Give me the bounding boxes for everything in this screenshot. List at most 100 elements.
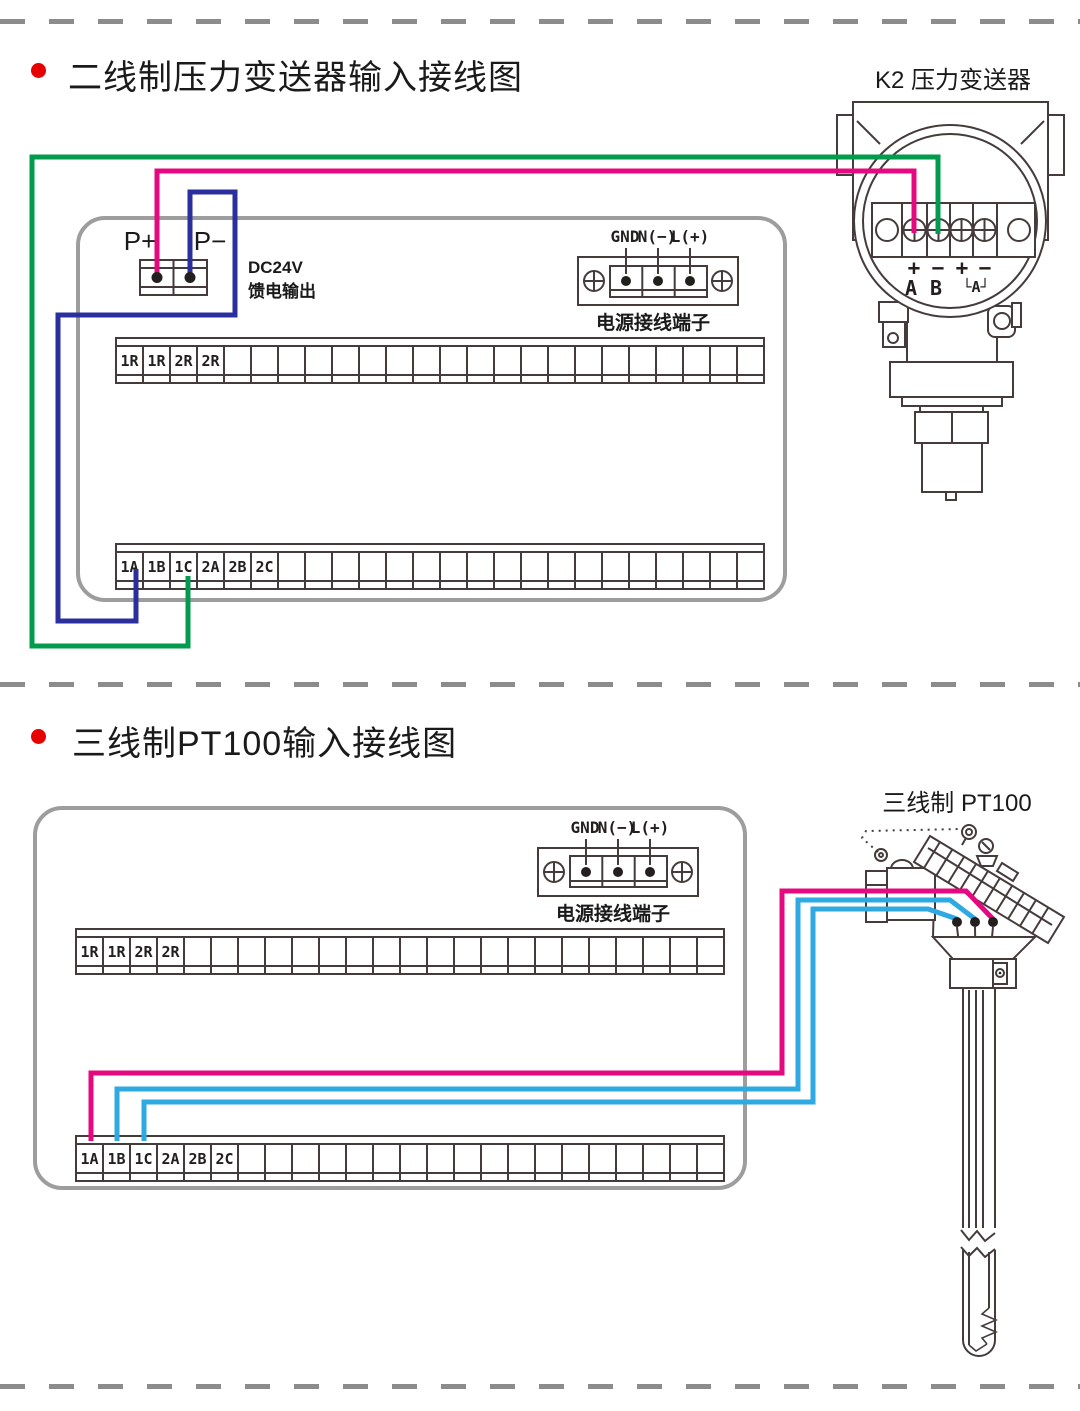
terminal-cell-footer — [468, 376, 495, 382]
terminal-cell-footer — [576, 582, 603, 588]
terminal-cell-footer — [495, 582, 522, 588]
terminal-cell-footer — [347, 1174, 374, 1180]
terminal-cell-footer — [590, 967, 617, 973]
terminal-cell-footer — [441, 376, 468, 382]
terminal-cell: 2C — [212, 1145, 239, 1172]
terminal-cell-footer — [239, 967, 266, 973]
terminal-cell-footer — [509, 967, 536, 973]
polarity-plus-2: + — [955, 256, 969, 280]
pressure-transmitter-art — [836, 101, 1065, 501]
terminal-cell: 2C — [252, 553, 279, 580]
dashed-separator-bottom — [0, 1384, 1080, 1389]
terminal-cell-footer — [590, 1174, 617, 1180]
terminal-cell-footer — [198, 376, 225, 382]
terminal-cell-footer — [482, 1174, 509, 1180]
terminal-cell-footer — [171, 376, 198, 382]
terminal-cell — [239, 1145, 266, 1172]
terminal-cell-footer — [144, 376, 171, 382]
terminal-cell-footer — [320, 967, 347, 973]
terminal-cell — [684, 347, 711, 374]
terminal-cell-footer — [428, 967, 455, 973]
terminal-cell-footer — [617, 967, 644, 973]
section2-bullet — [31, 729, 46, 744]
terminal-cell-footer — [252, 376, 279, 382]
power-caption-1: 电源接线端子 — [595, 313, 710, 334]
terminal-cell — [549, 347, 576, 374]
transmitter-device-label: K2 压力变送器 — [874, 67, 1032, 94]
power-terminal-block-2 — [537, 839, 699, 897]
terminal-cell: 1C — [171, 553, 198, 580]
terminal-cell: 2B — [185, 1145, 212, 1172]
terminal-cell: 2A — [198, 553, 225, 580]
section2-title: 三线制PT100输入接线图 — [72, 725, 458, 763]
terminal-cell-footer — [738, 582, 763, 588]
terminal-cell — [414, 347, 441, 374]
terminal-cell — [644, 1145, 671, 1172]
terminal-cell-footer — [320, 1174, 347, 1180]
terminal-cell — [293, 938, 320, 965]
terminal-cell — [360, 553, 387, 580]
terminal-cell-footer — [671, 967, 698, 973]
terminal-cell — [279, 553, 306, 580]
terminal-cell-footer — [603, 376, 630, 382]
terminal-cell: 1A — [117, 553, 144, 580]
terminal-cell — [428, 1145, 455, 1172]
terminal-cell — [563, 1145, 590, 1172]
terminal-cell — [401, 1145, 428, 1172]
terminal-cell-footer — [131, 967, 158, 973]
power-label-gnd-2: GND — [570, 818, 600, 837]
terminal-cell-footer — [698, 1174, 723, 1180]
terminal-cell-footer — [252, 582, 279, 588]
terminal-cell-footer — [630, 376, 657, 382]
terminal-cell-footer — [509, 1174, 536, 1180]
terminal-cell-footer — [347, 967, 374, 973]
terminal-cell — [306, 347, 333, 374]
terminal-cell: 1R — [117, 347, 144, 374]
terminal-cell — [630, 347, 657, 374]
terminal-cell-footer — [738, 376, 763, 382]
terminal-cell-footer — [495, 376, 522, 382]
terminal-cell-footer — [644, 1174, 671, 1180]
terminal-cell-footer — [387, 376, 414, 382]
terminal-cell: 1B — [144, 553, 171, 580]
pt100-device-label: 三线制 PT100 — [882, 790, 1032, 817]
terminal-cell — [495, 553, 522, 580]
terminal-cell — [320, 938, 347, 965]
terminal-cell: 2R — [158, 938, 185, 965]
terminal-cell — [414, 553, 441, 580]
terminal-cell — [468, 553, 495, 580]
terminal-cell-footer — [117, 376, 144, 382]
terminal-cell-footer — [711, 582, 738, 588]
terminal-cell — [549, 553, 576, 580]
terminal-cell-footer — [630, 582, 657, 588]
terminal-cell-footer — [360, 376, 387, 382]
terminal-cell: 1B — [104, 1145, 131, 1172]
terminal-cell-footer — [576, 376, 603, 382]
terminal-cell-footer — [360, 582, 387, 588]
terminal-cell — [698, 938, 723, 965]
terminal-cell — [185, 938, 212, 965]
terminal-cell-footer — [684, 376, 711, 382]
terminal-cell-footer — [522, 376, 549, 382]
terminal-cell — [738, 553, 763, 580]
terminal-cell — [441, 553, 468, 580]
terminal-cell-footer — [158, 967, 185, 973]
terminal-cell — [266, 1145, 293, 1172]
terminal-cell-footer — [387, 582, 414, 588]
terminal-cell-footer — [77, 967, 104, 973]
terminal-cell — [495, 347, 522, 374]
terminal-cell-footer — [428, 1174, 455, 1180]
terminal-cell — [320, 1145, 347, 1172]
terminal-cell-footer — [293, 967, 320, 973]
terminal-cell — [374, 938, 401, 965]
terminal-cell — [293, 1145, 320, 1172]
terminal-cell-footer — [171, 582, 198, 588]
terminal-cell-footer — [482, 967, 509, 973]
terminal-cell: 2B — [225, 553, 252, 580]
terminal-cell-footer — [266, 1174, 293, 1180]
terminal-cell-footer — [225, 582, 252, 588]
terminal-cell — [711, 553, 738, 580]
dc24v-note-line1: DC24V — [248, 258, 303, 277]
